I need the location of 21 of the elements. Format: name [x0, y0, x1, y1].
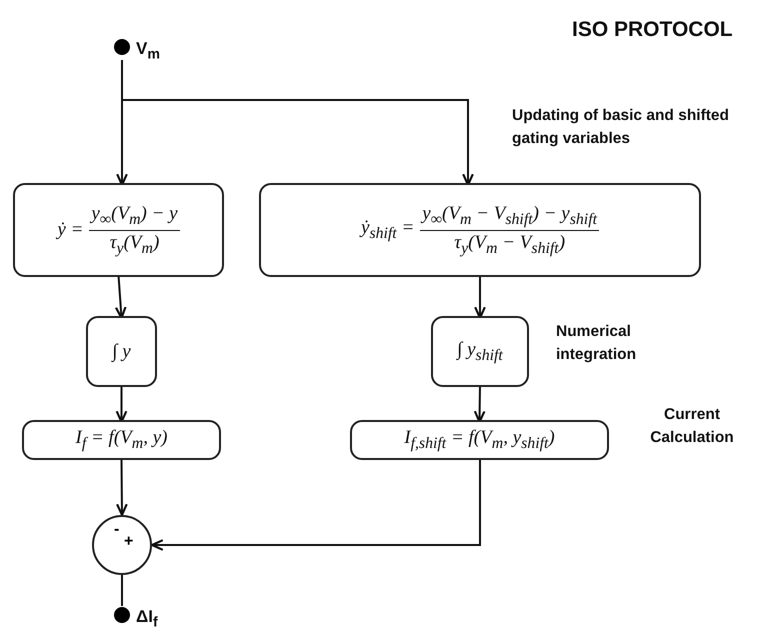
fraction-denominator: τ$_{y}$(V$_{m}$ − V$_{shift}$): [454, 230, 566, 258]
equation-lhs: ẏ$_{shift}$ =: [361, 217, 414, 243]
equation: I$_{f,shift}$ = f(V$_{m}$, y$_{shift}$): [404, 427, 555, 453]
equation: ∫ y$_{shift}$: [457, 338, 503, 364]
sign: -: [114, 521, 120, 539]
annotation: Updating of basic and shifted gating variables: [512, 106, 730, 150]
annotation: Numerical integration: [556, 322, 638, 366]
equation-lhs: ẏ =: [57, 219, 84, 241]
fraction-denominator: τ$_{y}$(V$_{m}$): [110, 230, 160, 258]
arrow: [116, 458, 128, 516]
equation: I$_{f}$ = f(V$_{m}$, y): [76, 427, 168, 453]
fraction-numerator: y$_{∞}$(V$_{m}$ − V$_{shift}$) − y$_{shift}$: [420, 202, 599, 230]
sign: +: [124, 533, 134, 551]
equation: ∫ y: [112, 340, 131, 362]
signal-name: ΔI$_{f}$: [136, 607, 158, 630]
signal-name: V$_{m}$: [136, 39, 160, 62]
arrow: [150, 458, 481, 551]
diagram-title: ISO PROTOCOL: [572, 17, 733, 43]
fraction-numerator: y$_{∞}$(V$_{m}$) − y: [89, 202, 180, 230]
annotation: Current Calculation: [649, 405, 735, 448]
connector-line: [121, 575, 123, 606]
